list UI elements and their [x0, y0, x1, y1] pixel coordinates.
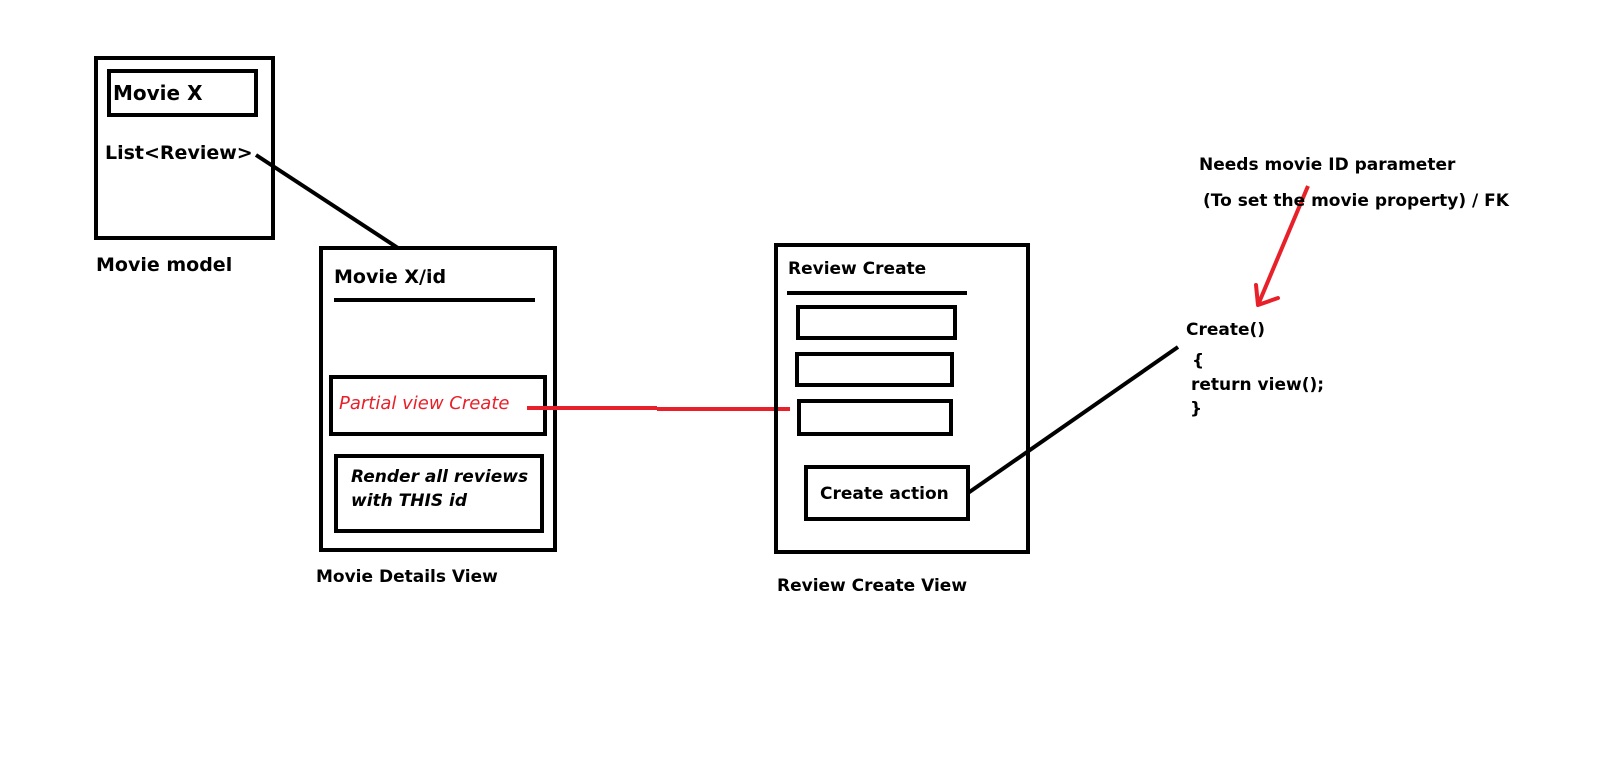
- action-to-code-connector: [966, 345, 1180, 495]
- movie-model-caption: Movie model: [96, 254, 233, 276]
- code-signature: Create(): [1186, 320, 1266, 340]
- movie-model-field: List<Review>: [105, 142, 253, 164]
- model-to-details-connector: [254, 153, 400, 250]
- note-arrow-shaft: [1256, 185, 1310, 306]
- review-create-caption: Review Create View: [777, 576, 968, 596]
- code-body: return view();: [1191, 375, 1325, 395]
- movie-details-box: [319, 246, 557, 552]
- form-field-1: [796, 305, 957, 340]
- code-close-brace: }: [1190, 399, 1203, 419]
- partial-view-label: Partial view Create: [339, 393, 510, 414]
- movie-model-title-box: [107, 69, 258, 117]
- review-create-box: [774, 243, 1030, 554]
- render-reviews-line1: Render all reviews: [351, 467, 529, 487]
- create-action-label: Create action: [820, 484, 949, 504]
- movie-details-title: Movie X/id: [334, 266, 447, 288]
- form-field-3: [797, 399, 953, 436]
- render-reviews-line2: with THIS id: [351, 491, 467, 511]
- note-line1: Needs movie ID parameter: [1199, 155, 1456, 175]
- movie-details-caption: Movie Details View: [316, 567, 498, 587]
- partial-view-box: [329, 375, 547, 436]
- form-field-2: [795, 352, 954, 387]
- render-reviews-box: [334, 454, 544, 533]
- code-open-brace: {: [1192, 351, 1205, 371]
- note-arrow-head: [1254, 283, 1280, 307]
- note-line2: (To set the movie property) / FK: [1203, 191, 1509, 211]
- review-create-title: Review Create: [788, 259, 927, 279]
- movie-model-title: Movie X: [113, 81, 203, 105]
- movie-model-box: [94, 56, 275, 240]
